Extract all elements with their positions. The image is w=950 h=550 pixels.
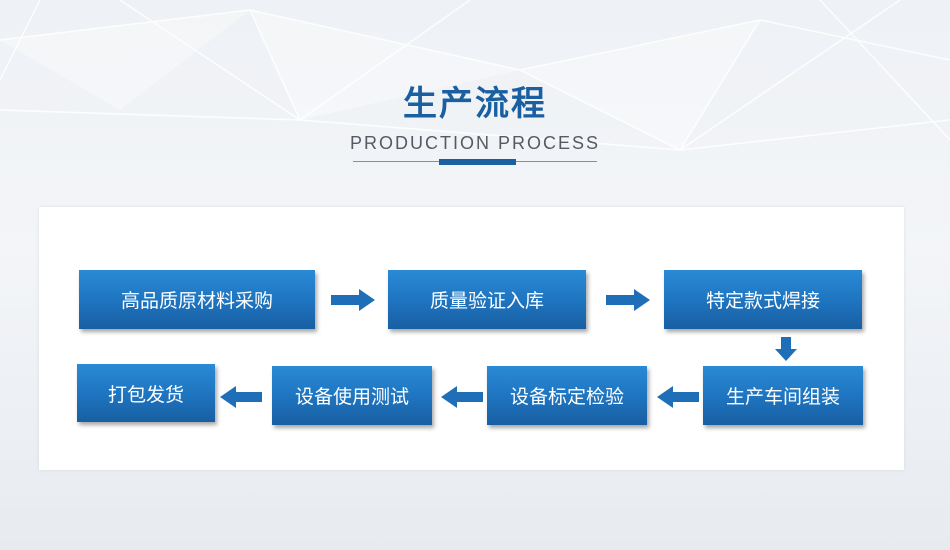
process-step-welding: 特定款式焊接 xyxy=(664,270,862,329)
process-step-calibration: 设备标定检验 xyxy=(487,366,647,425)
process-panel xyxy=(39,207,904,470)
process-step-shipping: 打包发货 xyxy=(77,364,215,422)
arrow-left-icon xyxy=(220,386,262,408)
arrow-down-icon xyxy=(775,337,797,361)
page-subtitle: PRODUCTION PROCESS xyxy=(349,133,601,153)
subtitle-accent-bar xyxy=(439,159,516,165)
process-step-testing: 设备使用测试 xyxy=(272,366,432,425)
process-step-material-purchase: 高品质原材料采购 xyxy=(79,270,315,329)
arrow-left-icon xyxy=(441,386,483,408)
process-step-assembly: 生产车间组装 xyxy=(703,366,863,425)
arrow-left-icon xyxy=(657,386,699,408)
process-step-quality-storage: 质量验证入库 xyxy=(388,270,586,329)
arrow-right-icon xyxy=(331,289,375,311)
arrow-right-icon xyxy=(606,289,650,311)
page-title: 生产流程 xyxy=(403,84,547,124)
